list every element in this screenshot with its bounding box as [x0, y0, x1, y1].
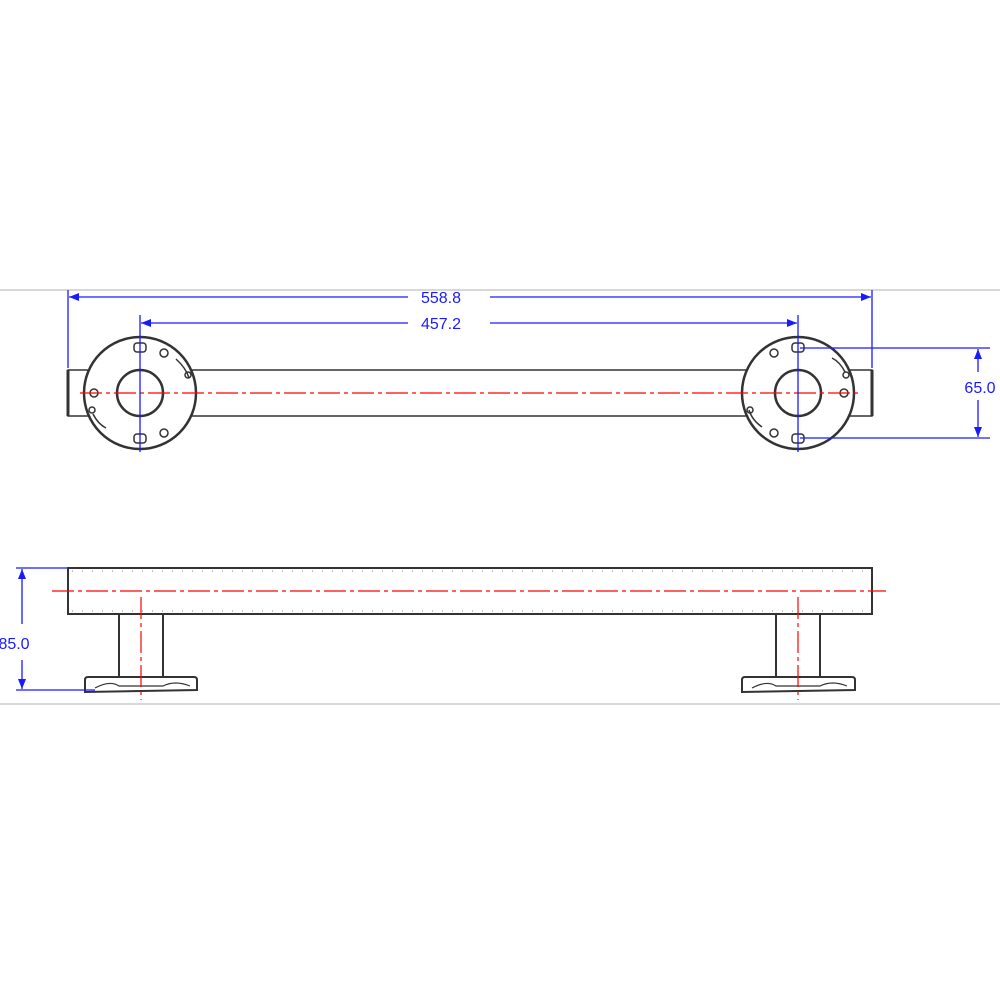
flange-height-dimension: 65.0 [964, 380, 995, 397]
side-dimensions [16, 567, 95, 691]
side-centerlines [52, 590, 886, 700]
overall-length-dimension: 558.8 [421, 290, 461, 307]
center-distance-dimension: 457.2 [421, 316, 461, 333]
height-dimension: 85.0 [0, 636, 30, 653]
side-view [67, 567, 873, 694]
top-dimensions [67, 290, 990, 452]
